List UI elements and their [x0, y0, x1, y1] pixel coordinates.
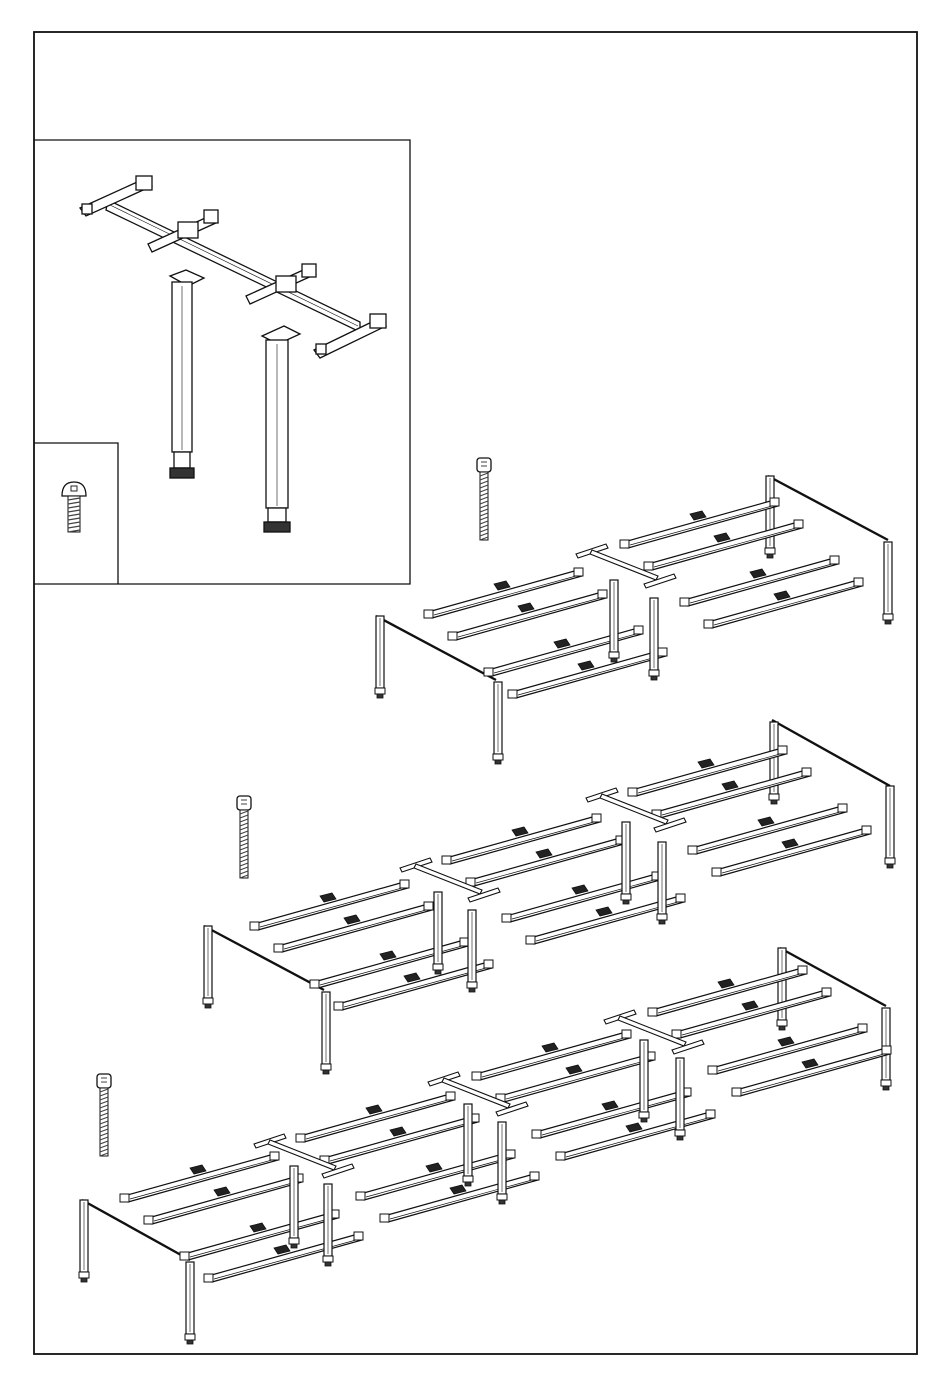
leg-right	[262, 326, 300, 532]
button-head-screw-icon	[62, 482, 86, 532]
assembly-step-3	[79, 948, 891, 1344]
inset-panel	[34, 140, 410, 584]
leg-left	[170, 270, 204, 478]
frame-end-left	[79, 1200, 195, 1344]
rail-module	[442, 814, 685, 944]
rail-module	[424, 568, 667, 698]
socket-head-bolt-icon	[97, 1074, 111, 1156]
socket-head-bolt-icon	[237, 796, 251, 878]
socket-head-bolt-icon	[477, 458, 491, 540]
assembly-step-1	[375, 458, 893, 764]
frame-end-left	[375, 616, 503, 764]
frame-end-left	[203, 926, 331, 1074]
rail-module	[250, 880, 493, 1010]
frame-crossbeam-assembly	[80, 176, 386, 358]
assembly-step-2	[203, 720, 895, 1074]
